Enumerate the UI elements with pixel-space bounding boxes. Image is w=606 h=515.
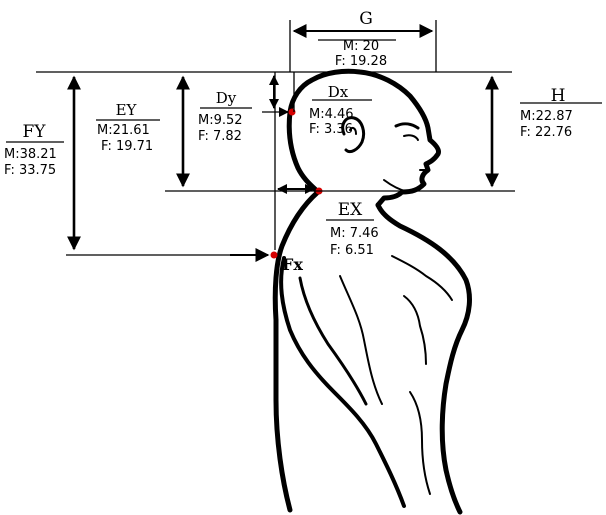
arm-inner-contour [298, 276, 368, 406]
ear [341, 116, 366, 154]
g-label: G [359, 9, 373, 29]
ey-label: EY [116, 101, 138, 119]
ex-female-value: F: 6.51 [330, 243, 374, 258]
label-underlines [6, 39, 602, 221]
fy-male-value: M:38.21 [4, 147, 57, 162]
reference-lines [36, 20, 515, 256]
nape-contour [272, 109, 321, 513]
g-female-value: F: 19.28 [335, 54, 387, 69]
eye [403, 134, 419, 141]
chest-line [403, 295, 427, 365]
body-silhouette [272, 68, 472, 515]
dy-label: Dy [216, 89, 237, 107]
brow [394, 122, 420, 130]
front-neck-contour [375, 202, 472, 515]
dx-female-value: F: 3.36 [309, 122, 353, 137]
ribs-line [409, 391, 431, 495]
ex-male-value: M: 7.46 [330, 226, 379, 241]
h-label: H [551, 86, 566, 106]
ey-female-value: F: 19.71 [101, 139, 153, 154]
h-male-value: M:22.87 [520, 109, 573, 124]
shoulder-line [391, 255, 453, 301]
dx-label: Dx [328, 83, 349, 101]
jaw [383, 179, 409, 193]
arm-contour [279, 256, 406, 508]
dimension-arrows [67, 24, 499, 262]
fx-label: Fx [282, 255, 303, 274]
dy-female-value: F: 7.82 [198, 129, 242, 144]
h-female-value: F: 22.76 [520, 125, 572, 140]
dy-male-value: M:9.52 [198, 113, 243, 128]
back-line [339, 275, 383, 405]
ex-label: EX [338, 200, 363, 220]
fy-female-value: F: 33.75 [4, 163, 56, 178]
ey-male-value: M:21.61 [97, 123, 150, 138]
ear-inner [349, 126, 357, 135]
fy-label: FY [22, 122, 46, 142]
g-male-value: M: 20 [343, 39, 379, 54]
landmark-fx [270, 251, 278, 259]
dx-male-value: M:4.46 [309, 107, 354, 122]
